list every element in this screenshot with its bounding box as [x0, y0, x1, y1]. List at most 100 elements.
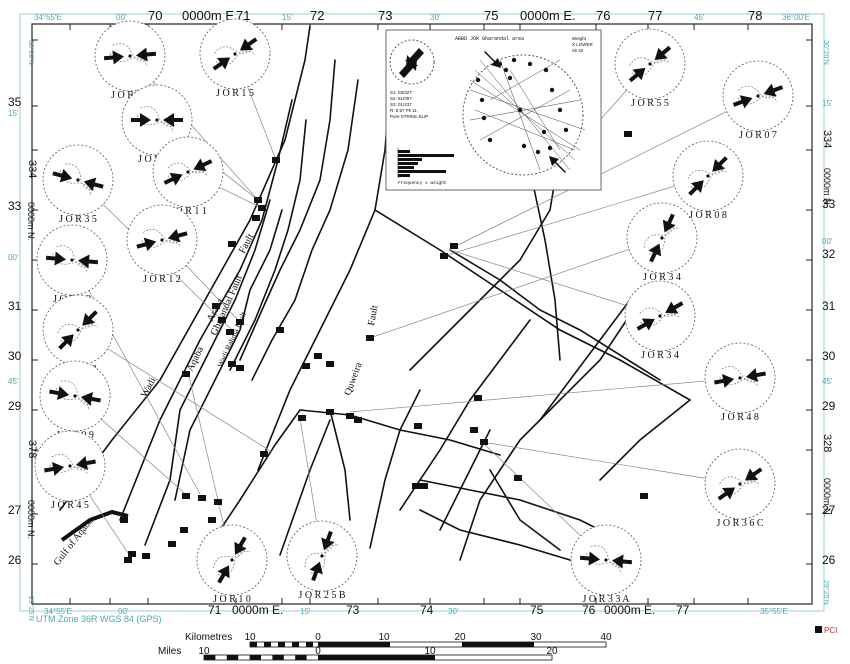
miles-tick-label: 0 [315, 646, 321, 657]
site-marker [214, 499, 222, 505]
site-markers [120, 131, 648, 563]
site-marker [218, 317, 226, 323]
bottom-coord-label: 73 [346, 603, 360, 617]
site-marker [346, 413, 354, 419]
fault-east-4 [539, 299, 631, 421]
left-coord-label: 27 [8, 503, 22, 517]
fault-lower-7 [329, 409, 351, 521]
compression-arrow-icon [52, 168, 73, 183]
site-marker [252, 215, 260, 221]
compression-arrow-icon [321, 530, 335, 551]
station-label: J O R 3 5 [59, 214, 97, 225]
site-marker [480, 439, 488, 445]
compression-arrow-icon [103, 50, 125, 65]
compression-arrow-icon [714, 374, 735, 388]
station-label: J O R 0 7 [739, 130, 777, 141]
compression-arrow-icon [654, 45, 672, 61]
site-marker [440, 253, 448, 259]
site-marker [168, 541, 176, 547]
right-coord-label: 31 [822, 299, 836, 313]
right-coord-label: 30°20'N [822, 40, 830, 65]
inset-sigma-line: S3: 01/237 [390, 102, 412, 107]
inset-hist-bar [398, 150, 410, 153]
station-stereonet: J O R 3 4 [624, 280, 696, 361]
top-coord-label: 76 [596, 8, 610, 23]
station-label: J O R 3 4 [643, 272, 681, 283]
site-marker [474, 395, 482, 401]
site-marker [450, 243, 458, 249]
km-tick-label: 0 [315, 632, 321, 643]
compression-arrow-icon [163, 113, 183, 127]
inset-large-stereonet [462, 54, 584, 176]
inset-sigma-line: S1: 03/327 [390, 90, 412, 95]
top-coord-label: 34°55'E [34, 13, 62, 22]
miles-tick-label: 20 [546, 646, 558, 657]
station-label: J O R 4 5 [51, 500, 89, 511]
right-coord-label: 334 [821, 130, 833, 148]
gulf-of-aqaba-label: Gulf of Aqaba [52, 516, 96, 568]
bottom-coord-label: 75 [530, 603, 544, 617]
left-coord-label: 45' [8, 377, 19, 386]
compression-arrow-icon [45, 251, 67, 266]
site-marker [208, 517, 216, 523]
station-stereonet: J O R 1 5 [199, 18, 271, 99]
bottom-coord-label: 30' [448, 607, 459, 616]
site-marker [420, 483, 428, 489]
compression-arrow-icon [648, 243, 662, 263]
station-label: J O R 1 4 [111, 90, 149, 101]
station-label: J O R 2 5 B [299, 590, 346, 601]
compression-arrow-icon [131, 113, 151, 127]
station-stereonet: J O R 5 5 [614, 28, 686, 109]
compression-arrow-icon [732, 95, 753, 109]
compression-arrow-icon [163, 172, 183, 186]
site-marker [198, 495, 206, 501]
site-marker [124, 557, 132, 563]
compression-arrow-icon [135, 47, 157, 62]
left-coord-label: 29°25'N [27, 596, 35, 621]
station-stereonet: J O R 3 5 [42, 144, 114, 225]
inset-legend-line: Weight [572, 36, 587, 41]
compression-arrow-icon [579, 551, 601, 566]
bottom-coord-label: 0000m E. [604, 603, 655, 617]
left-coord-label: 31 [8, 299, 22, 313]
right-coord-label: 29 [822, 399, 836, 413]
left-coord-label: 00' [8, 253, 19, 262]
fault-lower-9 [419, 509, 571, 561]
site-marker [302, 363, 310, 369]
left-coord-label: 26 [8, 553, 22, 567]
fault-lower-5 [459, 299, 641, 561]
compression-arrow-icon [665, 301, 684, 314]
fault-east-1 [374, 209, 691, 401]
inner-fault-c [251, 79, 359, 381]
top-coord-label: 78 [748, 8, 762, 23]
compression-arrow-icon [745, 368, 766, 382]
bottom-coord-label: 74 [420, 603, 434, 617]
utm-zone-label: UTM Zone 36R WGS 84 (GPS) [36, 614, 162, 624]
left-coord-label: 15' [8, 109, 19, 118]
site-marker [640, 493, 648, 499]
inset-legend-line: nb 32 [572, 48, 584, 53]
frame-ticks [32, 24, 812, 604]
right-coord-label: 00' [822, 237, 833, 246]
top-coord-label: 00' [116, 13, 127, 22]
quweira-fault [257, 89, 391, 471]
station-stereonet: J O R 4 8 [704, 342, 776, 423]
station-label: J O R 3 3 A [583, 594, 631, 605]
station-stereonet: J O R 0 7 [722, 60, 794, 141]
station-stereonet: J O R 2 5 B [286, 520, 358, 601]
site-marker [120, 517, 128, 523]
station-stereonet: J O R 4 5 [34, 430, 106, 511]
bottom-coord-label: 00' [118, 607, 129, 616]
compression-arrow-icon [744, 467, 763, 481]
compression-arrow-icon [628, 67, 646, 83]
inset-histogram [397, 148, 454, 178]
station-stereonet: J O R 3 4 [626, 202, 698, 283]
inset-net-dots [475, 57, 569, 155]
compression-arrow-icon [212, 57, 231, 71]
bottom-coord-label: 35°55'E [760, 607, 788, 616]
site-marker [514, 475, 522, 481]
top-coord-label: 0000m E. [182, 8, 238, 23]
site-marker [470, 427, 478, 433]
pci-logo-text: PCI [824, 626, 837, 635]
